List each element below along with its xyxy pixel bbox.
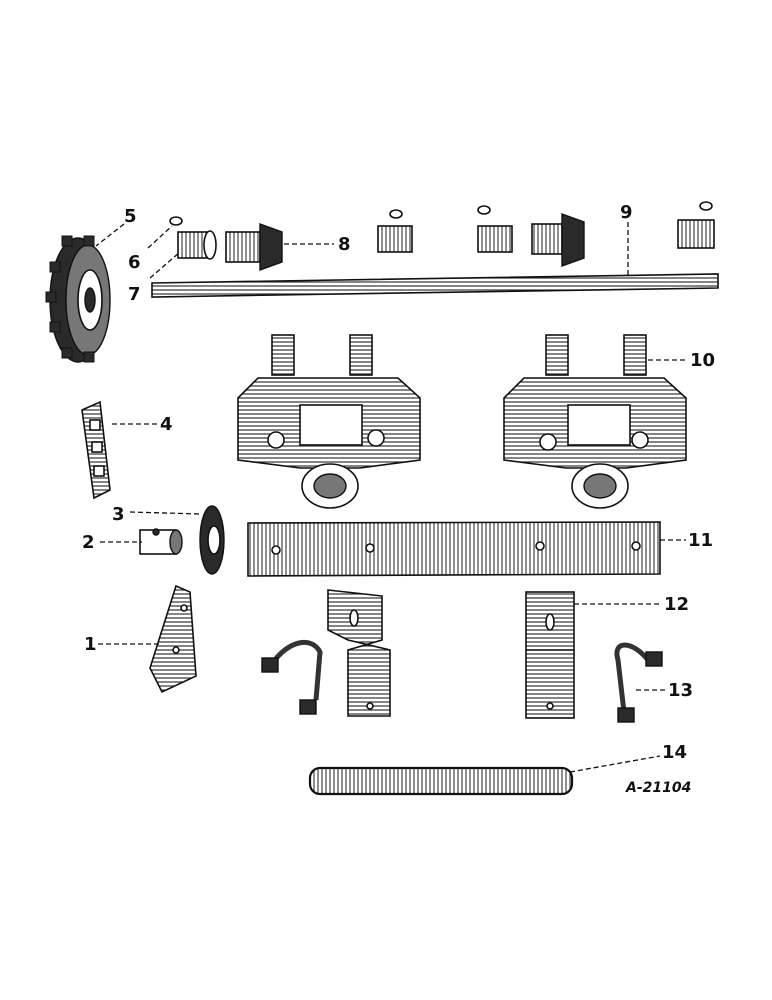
leader-lines: [95, 222, 688, 773]
bracket-part: [327, 589, 391, 717]
hook-bolt-part: [614, 642, 663, 723]
callout-4: 4: [160, 414, 173, 435]
figure-id: A-21104: [625, 780, 691, 796]
bushing-part: [477, 225, 513, 253]
shaft-part: [151, 273, 719, 298]
cotter-pin-part: [389, 209, 403, 219]
bevel-gear-part: [225, 223, 283, 271]
callout-9: 9: [620, 202, 633, 223]
callout-8: 8: [338, 234, 351, 255]
bushing-part: [377, 225, 413, 253]
callout-10: 10: [690, 350, 715, 371]
flat-bar-part: [247, 521, 661, 577]
callout-1: 1: [84, 634, 97, 655]
hook-bolt-part: [261, 640, 323, 715]
bushing-part: [177, 230, 217, 260]
cotter-pin-part: [477, 205, 491, 215]
callout-11: 11: [688, 530, 713, 551]
spring-part: [308, 766, 574, 796]
small-sprocket-part: [199, 505, 225, 575]
angle-plate-part: [149, 584, 197, 694]
callout-6: 6: [128, 252, 141, 273]
callout-12: 12: [664, 594, 689, 615]
callout-5: 5: [124, 206, 137, 227]
bearing-housing-part: [237, 334, 421, 509]
chain-link-part: [81, 400, 111, 500]
bracket-part: [525, 591, 575, 719]
bevel-gear-part: [531, 213, 585, 267]
callout-13: 13: [668, 680, 693, 701]
cotter-pin-part: [169, 216, 183, 226]
collar-part: [139, 528, 183, 555]
callout-3: 3: [112, 504, 125, 525]
callout-14: 14: [662, 742, 687, 763]
cotter-pin-part: [699, 201, 713, 211]
bearing-housing-part: [503, 334, 687, 509]
callout-7: 7: [128, 284, 141, 305]
callout-2: 2: [82, 532, 95, 553]
sprocket-part: [45, 235, 111, 363]
bushing-part: [677, 219, 715, 249]
